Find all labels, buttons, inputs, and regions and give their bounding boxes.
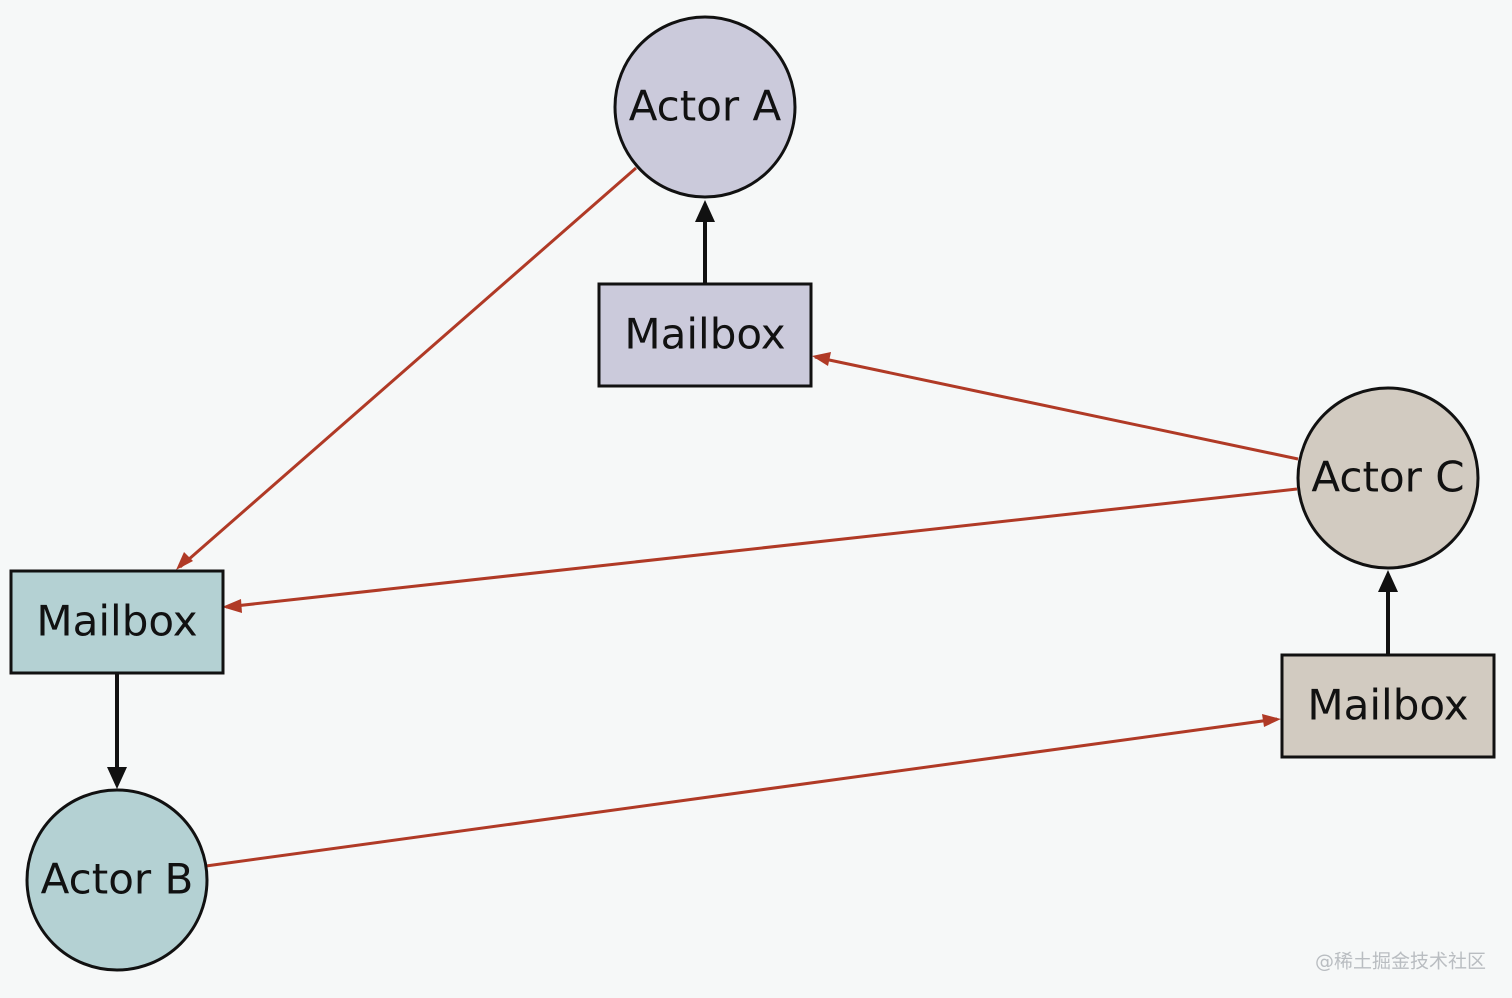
edge-actor-b-to-mailbox-c xyxy=(205,717,1278,868)
mailbox-c-label: Mailbox xyxy=(1307,681,1468,730)
arrowhead-mailbox-b-from-a xyxy=(176,552,193,570)
arrowhead-mailbox-c-from-b xyxy=(1262,714,1281,727)
arrowhead-actor-c xyxy=(1378,570,1398,592)
actor-a-label: Actor A xyxy=(629,82,782,131)
actor-c-node: Actor C xyxy=(1296,386,1480,570)
arrowhead-mailbox-a-from-c xyxy=(812,352,831,366)
mailbox-a-label: Mailbox xyxy=(624,310,785,359)
edge-actor-c-to-mailbox-b xyxy=(225,487,1298,609)
actor-b-label: Actor B xyxy=(41,855,194,904)
arrowhead-mailbox-b-from-c xyxy=(222,599,242,613)
mailbox-c-node: Mailbox xyxy=(1280,653,1496,759)
mailbox-a-node: Mailbox xyxy=(597,282,813,388)
watermark-text: @稀土掘金技术社区 xyxy=(1315,951,1486,973)
mailbox-b-node: Mailbox xyxy=(9,569,225,675)
edge-actor-c-to-mailbox-a xyxy=(814,355,1299,461)
actor-c-label: Actor C xyxy=(1311,453,1464,502)
actor-a-node: Actor A xyxy=(613,15,797,199)
edge-actor-a-to-mailbox-b xyxy=(179,166,637,569)
mailbox-b-label: Mailbox xyxy=(36,597,197,646)
actor-b-node: Actor B xyxy=(25,788,209,972)
arrowhead-actor-b xyxy=(107,767,127,789)
arrowhead-actor-a xyxy=(695,200,715,222)
